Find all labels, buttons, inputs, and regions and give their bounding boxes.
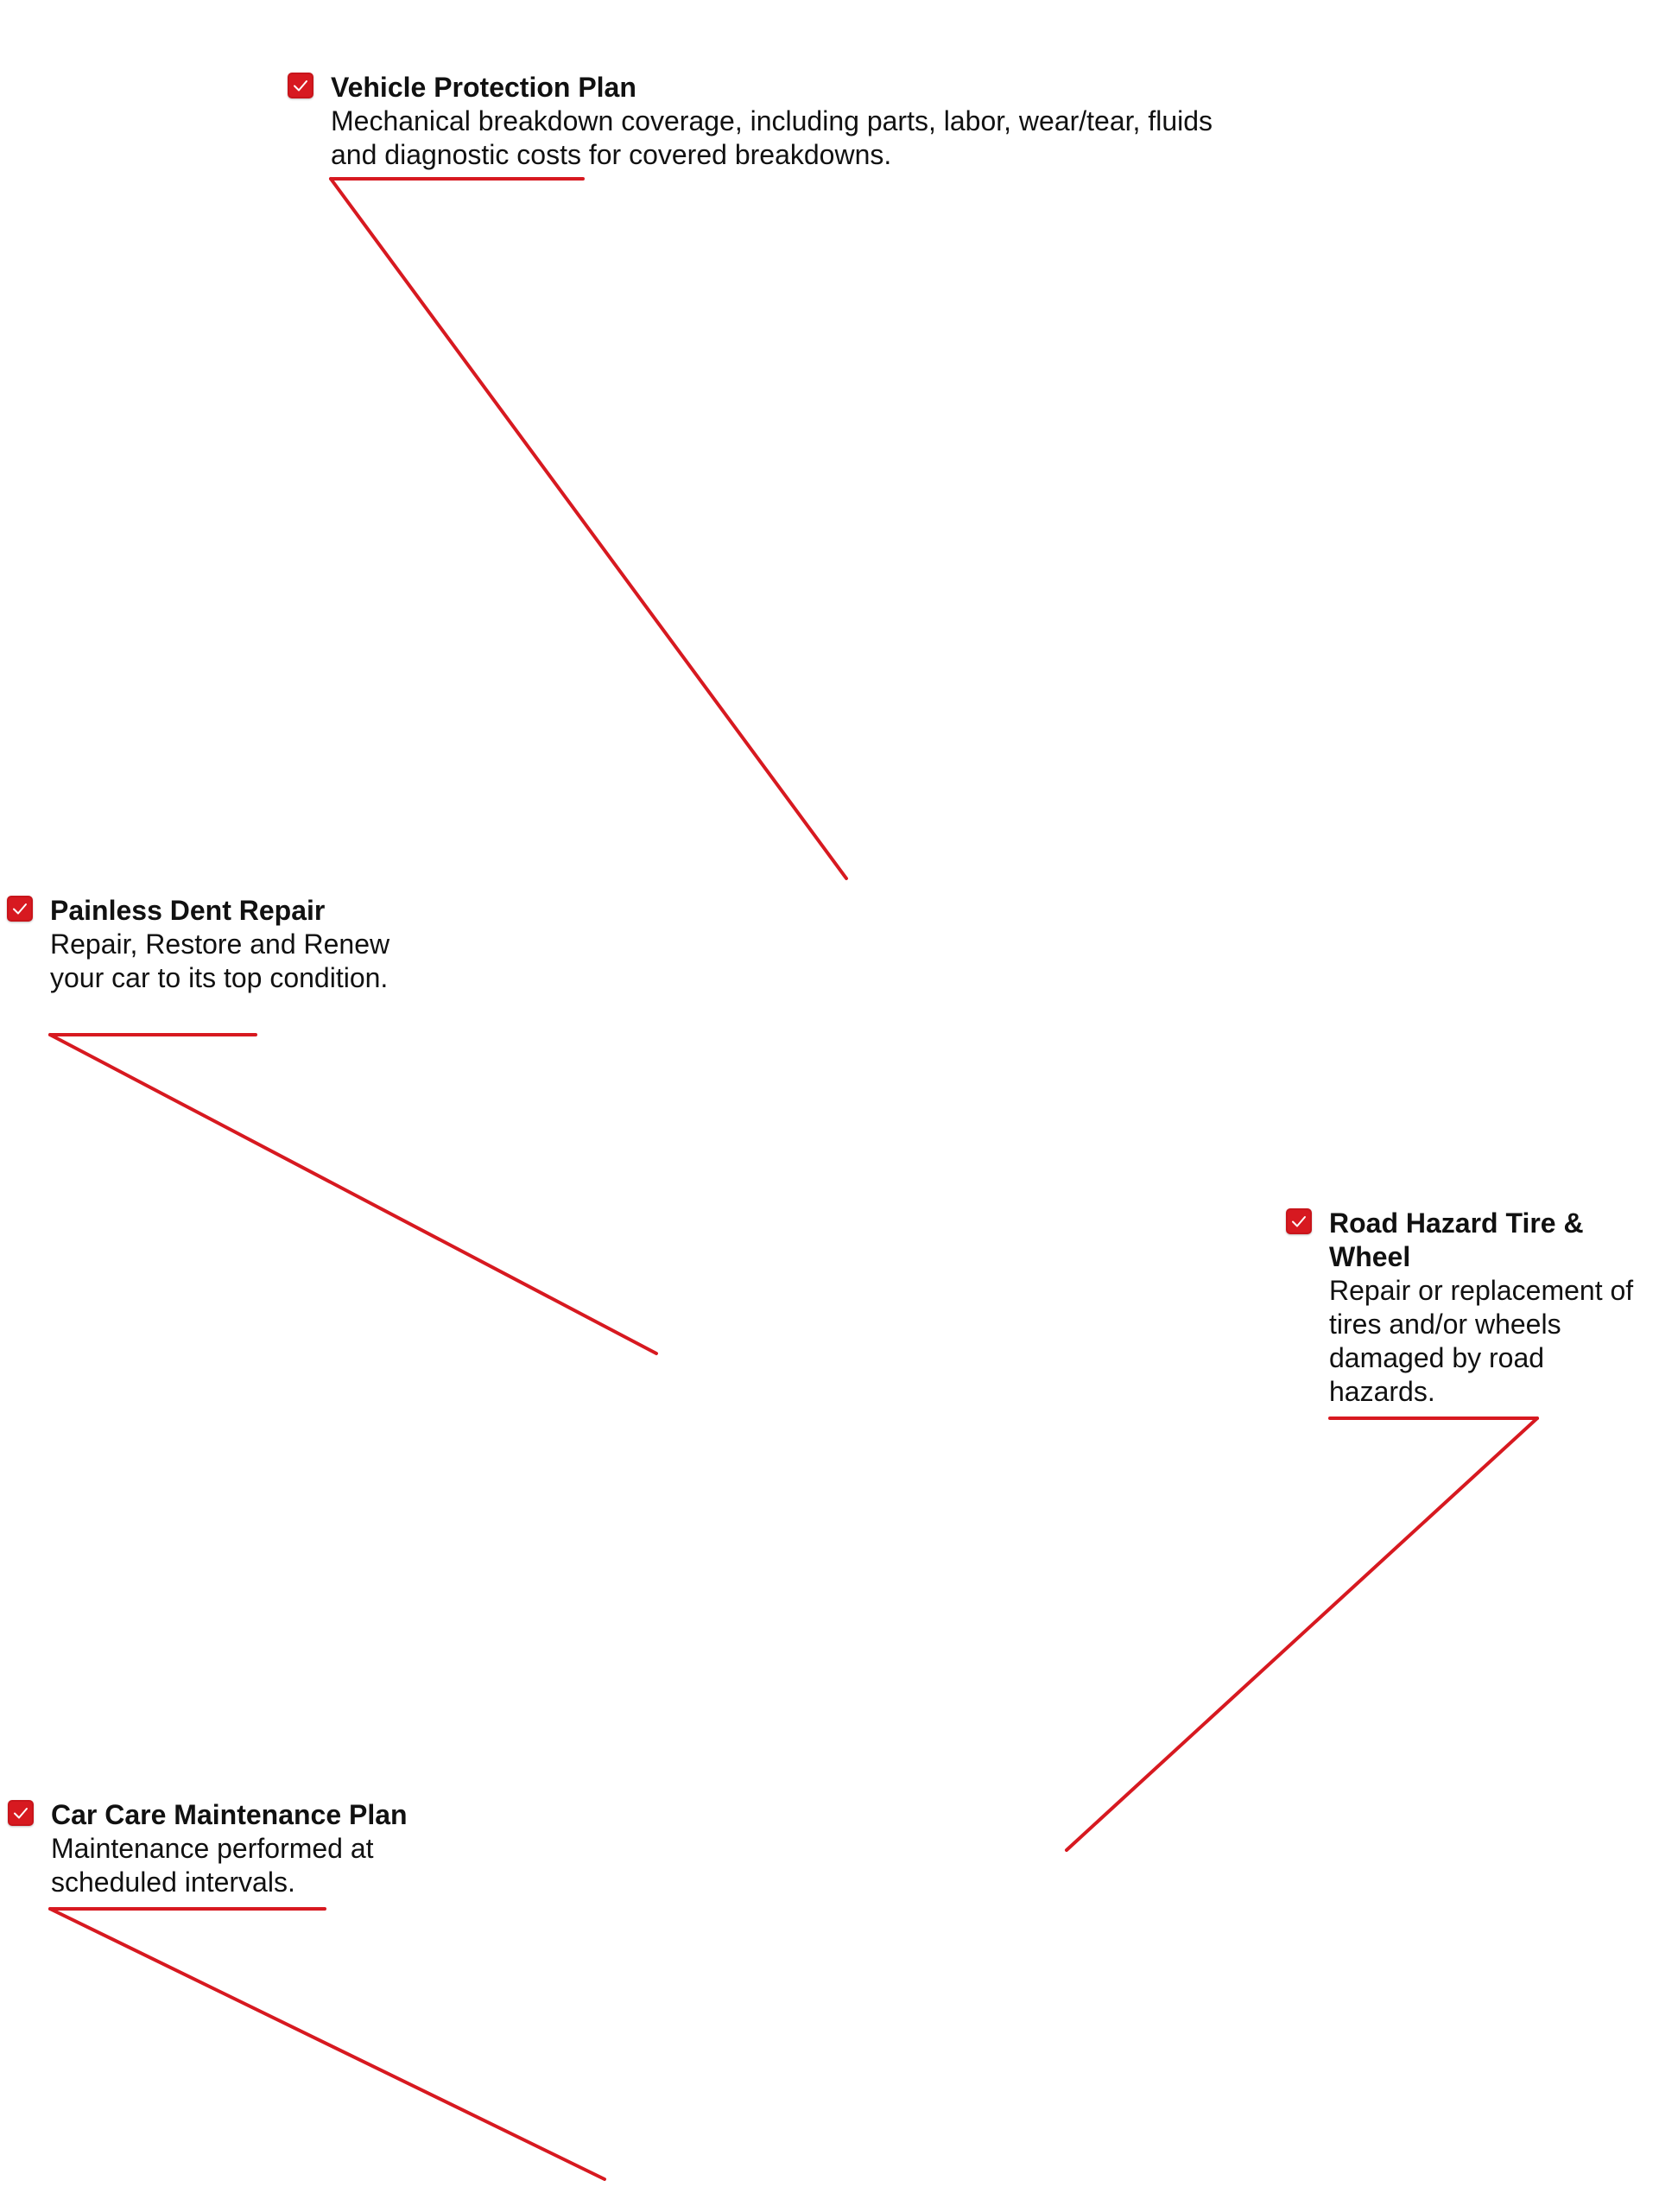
callout-car-care-maintenance (48, 1907, 606, 2181)
callout-road-hazard (1065, 1417, 1539, 1852)
vehicle-protection-text: Vehicle Protection Plan Mechanical break… (331, 71, 1229, 172)
road-hazard-checkbox[interactable] (1286, 1208, 1312, 1234)
feature-title: Painless Dent Repair (50, 895, 326, 926)
checkmark-icon (14, 1808, 28, 1819)
callout-pointer (1065, 1417, 1539, 1852)
feature-title: Road Hazard Tire & Wheel (1329, 1207, 1584, 1272)
callout-pointer (48, 1033, 658, 1355)
feature-description: Repair, Restore and Renew your car to it… (50, 929, 390, 993)
car-care-maintenance-checkbox[interactable] (8, 1800, 34, 1826)
callout-vehicle-protection (329, 177, 848, 880)
feature-description: Maintenance performed at scheduled inter… (51, 1833, 374, 1898)
road-hazard-text: Road Hazard Tire & Wheel Repair or repla… (1329, 1207, 1657, 1409)
painless-dent-repair-checkbox[interactable] (7, 896, 33, 922)
car-care-maintenance-text: Car Care Maintenance Plan Maintenance pe… (51, 1798, 414, 1899)
feature-description: Repair or replacement of tires and/or wh… (1329, 1275, 1634, 1407)
callout-painless-dent-repair (48, 1033, 658, 1355)
checkmark-icon (1292, 1216, 1306, 1227)
feature-description: Mechanical breakdown coverage, including… (331, 105, 1213, 170)
checkmark-icon (294, 80, 307, 92)
painless-dent-repair-text: Painless Dent Repair Repair, Restore and… (50, 894, 404, 995)
feature-title: Vehicle Protection Plan (331, 72, 636, 103)
vehicle-protection-checkbox[interactable] (288, 73, 313, 98)
checkmark-icon (13, 903, 27, 915)
callout-pointer (48, 1907, 606, 2181)
callout-pointer (329, 177, 848, 880)
feature-title: Car Care Maintenance Plan (51, 1799, 408, 1830)
